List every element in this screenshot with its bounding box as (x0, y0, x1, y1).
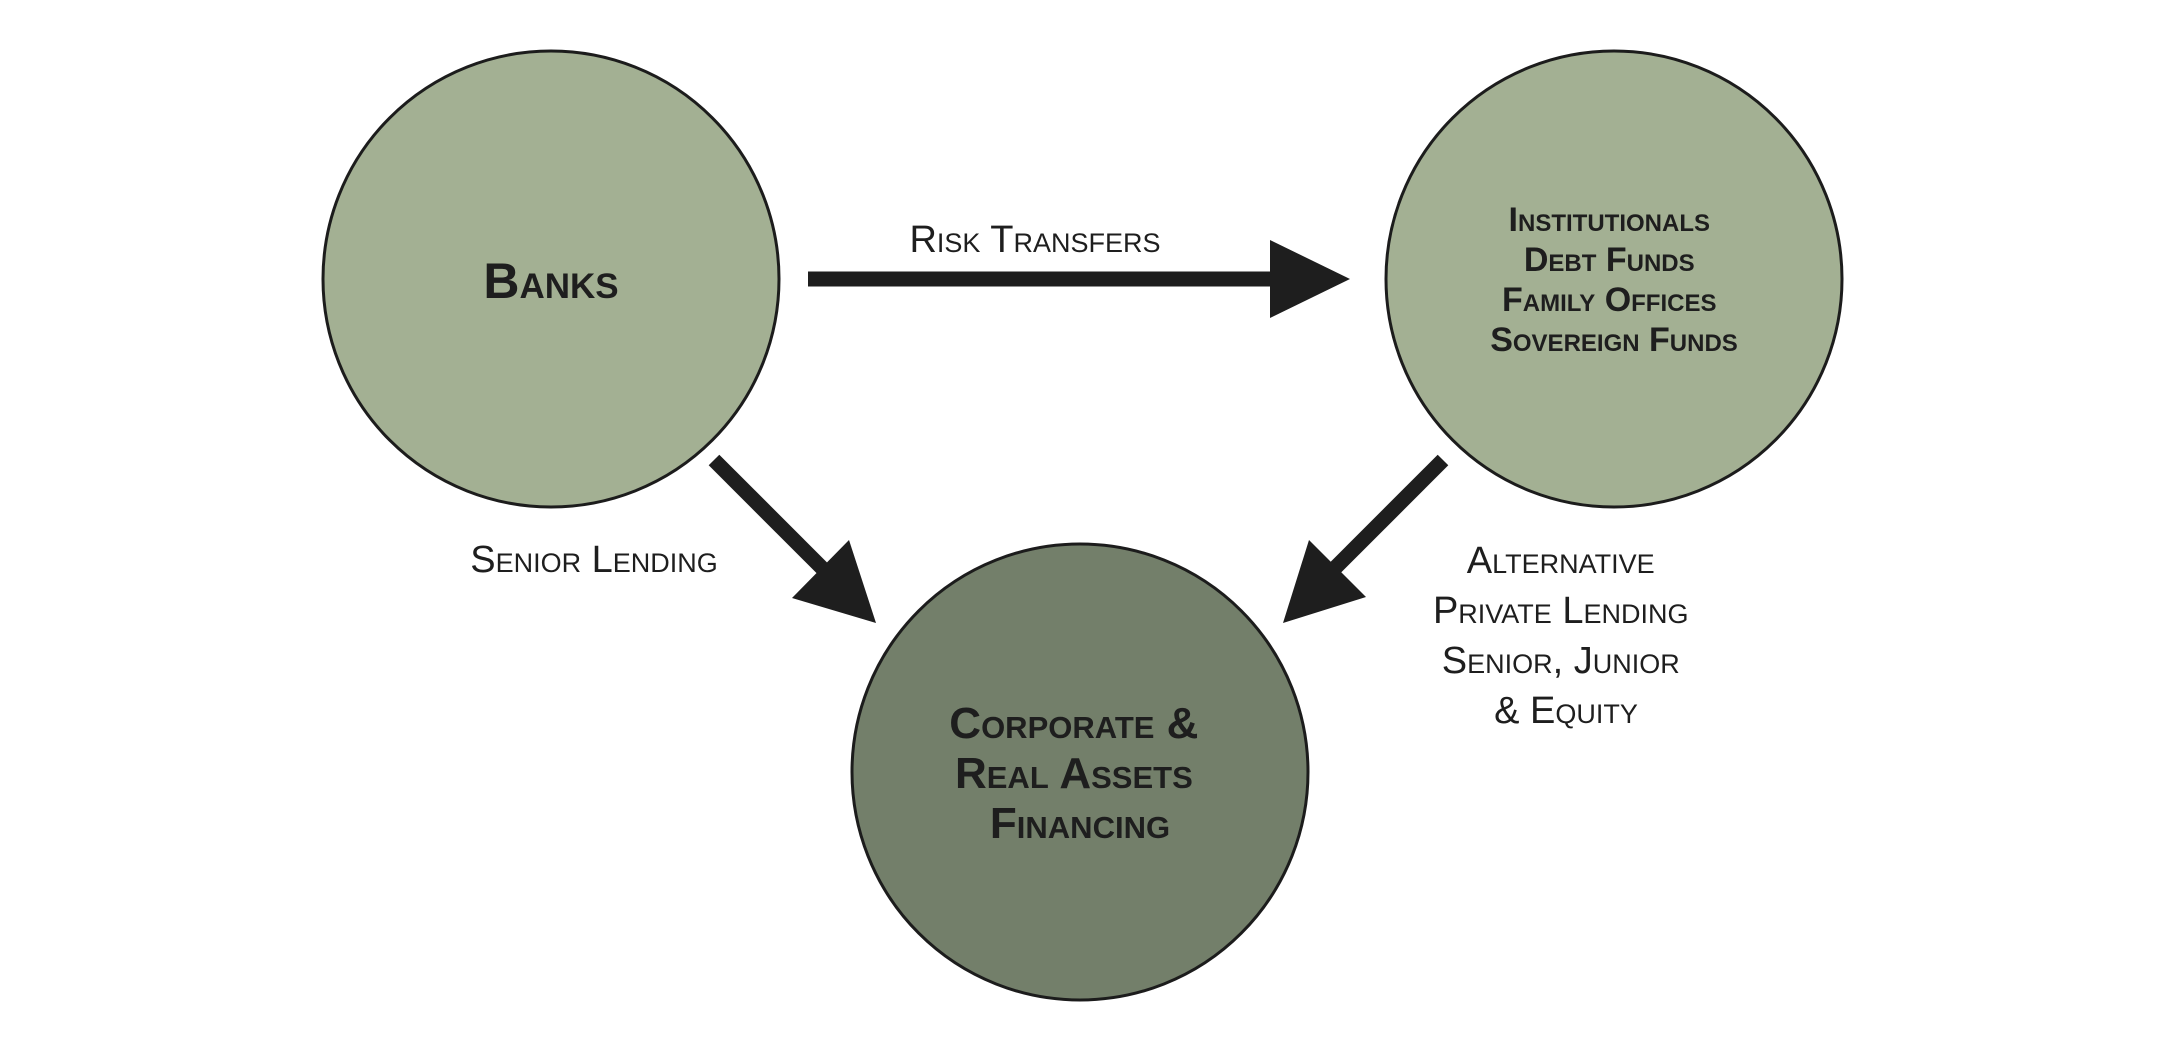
financing-label-line-1: Corporate & (949, 699, 1198, 748)
investors-label-sovereign-funds: Sovereign Funds (1490, 321, 1738, 359)
investors-circle (1384, 49, 1844, 509)
svg-text:Corporate & Real Assets: Corporate & Real Assets Financing (949, 699, 1210, 848)
financing-label-line-2: Real Assets (955, 749, 1193, 798)
alternative-lending-label-line-4: & Equity (1494, 690, 1638, 732)
investors-label-institutionals: Institutionals (1509, 201, 1710, 239)
risk-transfers-label: Risk Transfers (909, 219, 1160, 261)
alternative-lending-label-group: Alternative Private Lending Senior, Juni… (1433, 540, 1699, 732)
senior-lending-arrow (708, 454, 876, 623)
financing-node: Corporate & Real Assets Financing (850, 542, 1310, 1002)
banks-circle (321, 49, 781, 509)
banks-node: Banks (321, 49, 781, 509)
alternative-lending-label-line-2: Private Lending (1433, 590, 1689, 632)
risk-transfers-arrow (808, 240, 1350, 318)
investors-label-family-offices: Family Offices (1502, 281, 1716, 319)
investors-label-debt-funds: Debt Funds (1524, 241, 1695, 279)
risk-transfers-label-group: Risk Transfers (909, 219, 1160, 261)
alternative-lending-label-line-3: Senior, Junior (1442, 640, 1680, 682)
banks-label: Banks (483, 253, 618, 309)
investors-node: Institutionals Debt Funds Family Offices… (1384, 49, 1844, 509)
financing-circle (850, 542, 1310, 1002)
senior-lending-label-group: Senior Lending (470, 539, 718, 581)
financing-label-line-3: Financing (990, 799, 1170, 848)
senior-lending-label: Senior Lending (470, 539, 718, 581)
svg-text:Institutionals Debt Fund: Institutionals Debt Funds Family Offices… (1490, 201, 1738, 359)
alternative-lending-label-line-1: Alternative (1467, 540, 1655, 582)
alternative-lending-arrow (1283, 454, 1449, 623)
svg-text:Banks: Banks (483, 253, 618, 309)
